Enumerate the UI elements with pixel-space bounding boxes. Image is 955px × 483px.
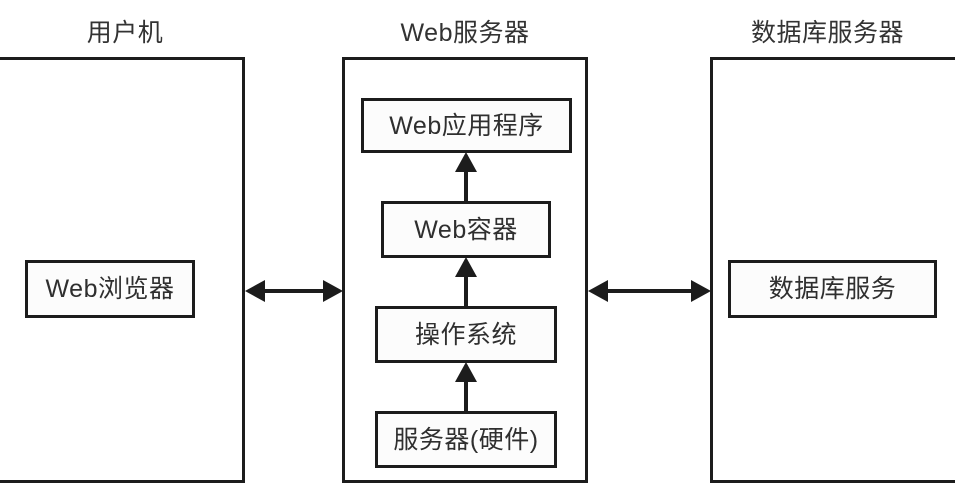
connector-webserver-to-database [588,275,711,307]
node-operating-system[interactable]: 操作系统 [375,306,557,363]
panel-title-database-server: 数据库服务器 [750,19,904,47]
node-web-container[interactable]: Web容器 [381,201,551,258]
panel-title-web-server: Web服务器 [400,19,530,47]
connector-client-to-webserver [245,275,343,307]
panel-title-client-machine: 用户机 [86,19,164,47]
node-web-browser[interactable]: Web浏览器 [25,260,195,318]
node-database-service[interactable]: 数据库服务 [728,260,937,318]
connector-hardware-to-os [452,362,480,412]
connector-os-to-container [452,257,480,307]
node-web-application[interactable]: Web应用程序 [361,98,572,153]
connector-container-to-application [452,152,480,202]
node-server-hardware[interactable]: 服务器(硬件) [375,411,557,468]
